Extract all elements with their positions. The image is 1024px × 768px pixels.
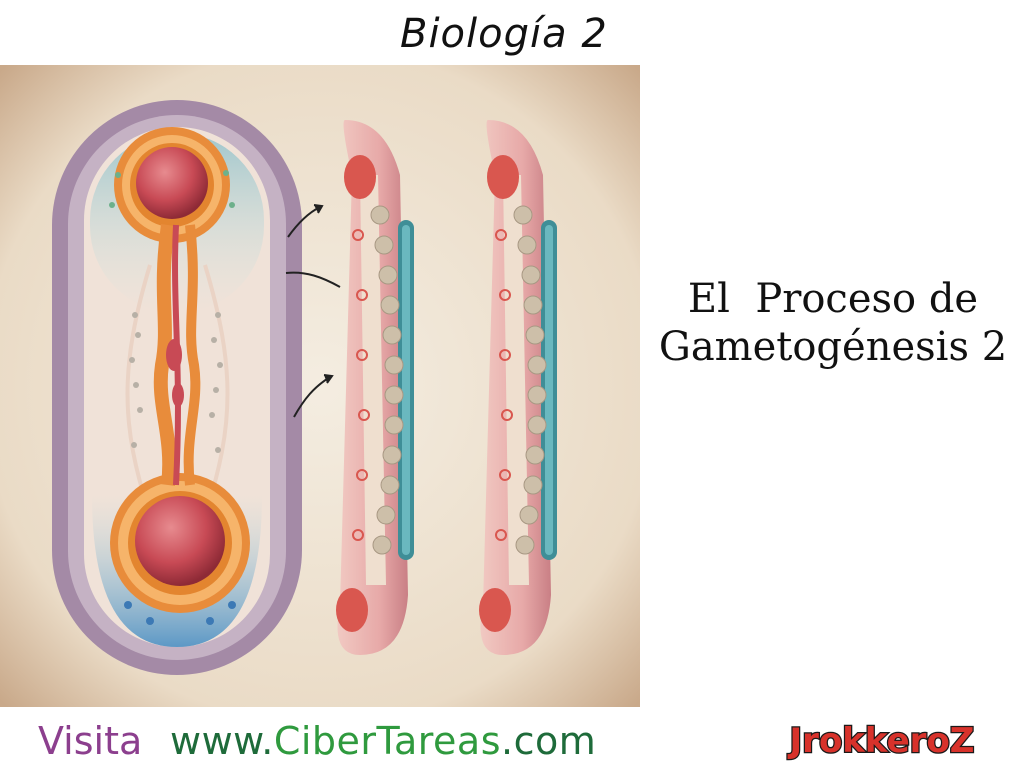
visit-label: Visita — [38, 719, 143, 763]
slide-title-line-1: El Proceso de — [687, 276, 979, 322]
site-link[interactable]: www.CiberTareas.com — [170, 716, 596, 766]
jrokkeroz-logo: JrokkeroZ — [772, 714, 992, 764]
top-oocyte — [114, 127, 230, 243]
header-title: Biología 2 — [400, 11, 608, 57]
site-name: CiberTareas — [273, 719, 502, 763]
logo-text: JrokkeroZ — [788, 721, 975, 761]
connecting-strand — [153, 224, 201, 486]
tissue-strip-1 — [336, 120, 414, 655]
bottom-oocyte — [110, 473, 250, 613]
granule-dots — [109, 170, 236, 625]
site-prefix: www. — [170, 719, 274, 763]
arrows — [285, 204, 341, 418]
slide-title: El Proceso de Gametogénesis 2 — [648, 275, 1018, 371]
footer: Visita www.CiberTareas.com JrokkeroZ — [0, 708, 1024, 768]
tissue-strip-2 — [479, 120, 557, 655]
gametogenesis-illustration — [0, 65, 640, 707]
site-suffix: .com — [501, 719, 597, 763]
slide-title-line-2: Gametogénesis 2 — [658, 324, 1008, 370]
